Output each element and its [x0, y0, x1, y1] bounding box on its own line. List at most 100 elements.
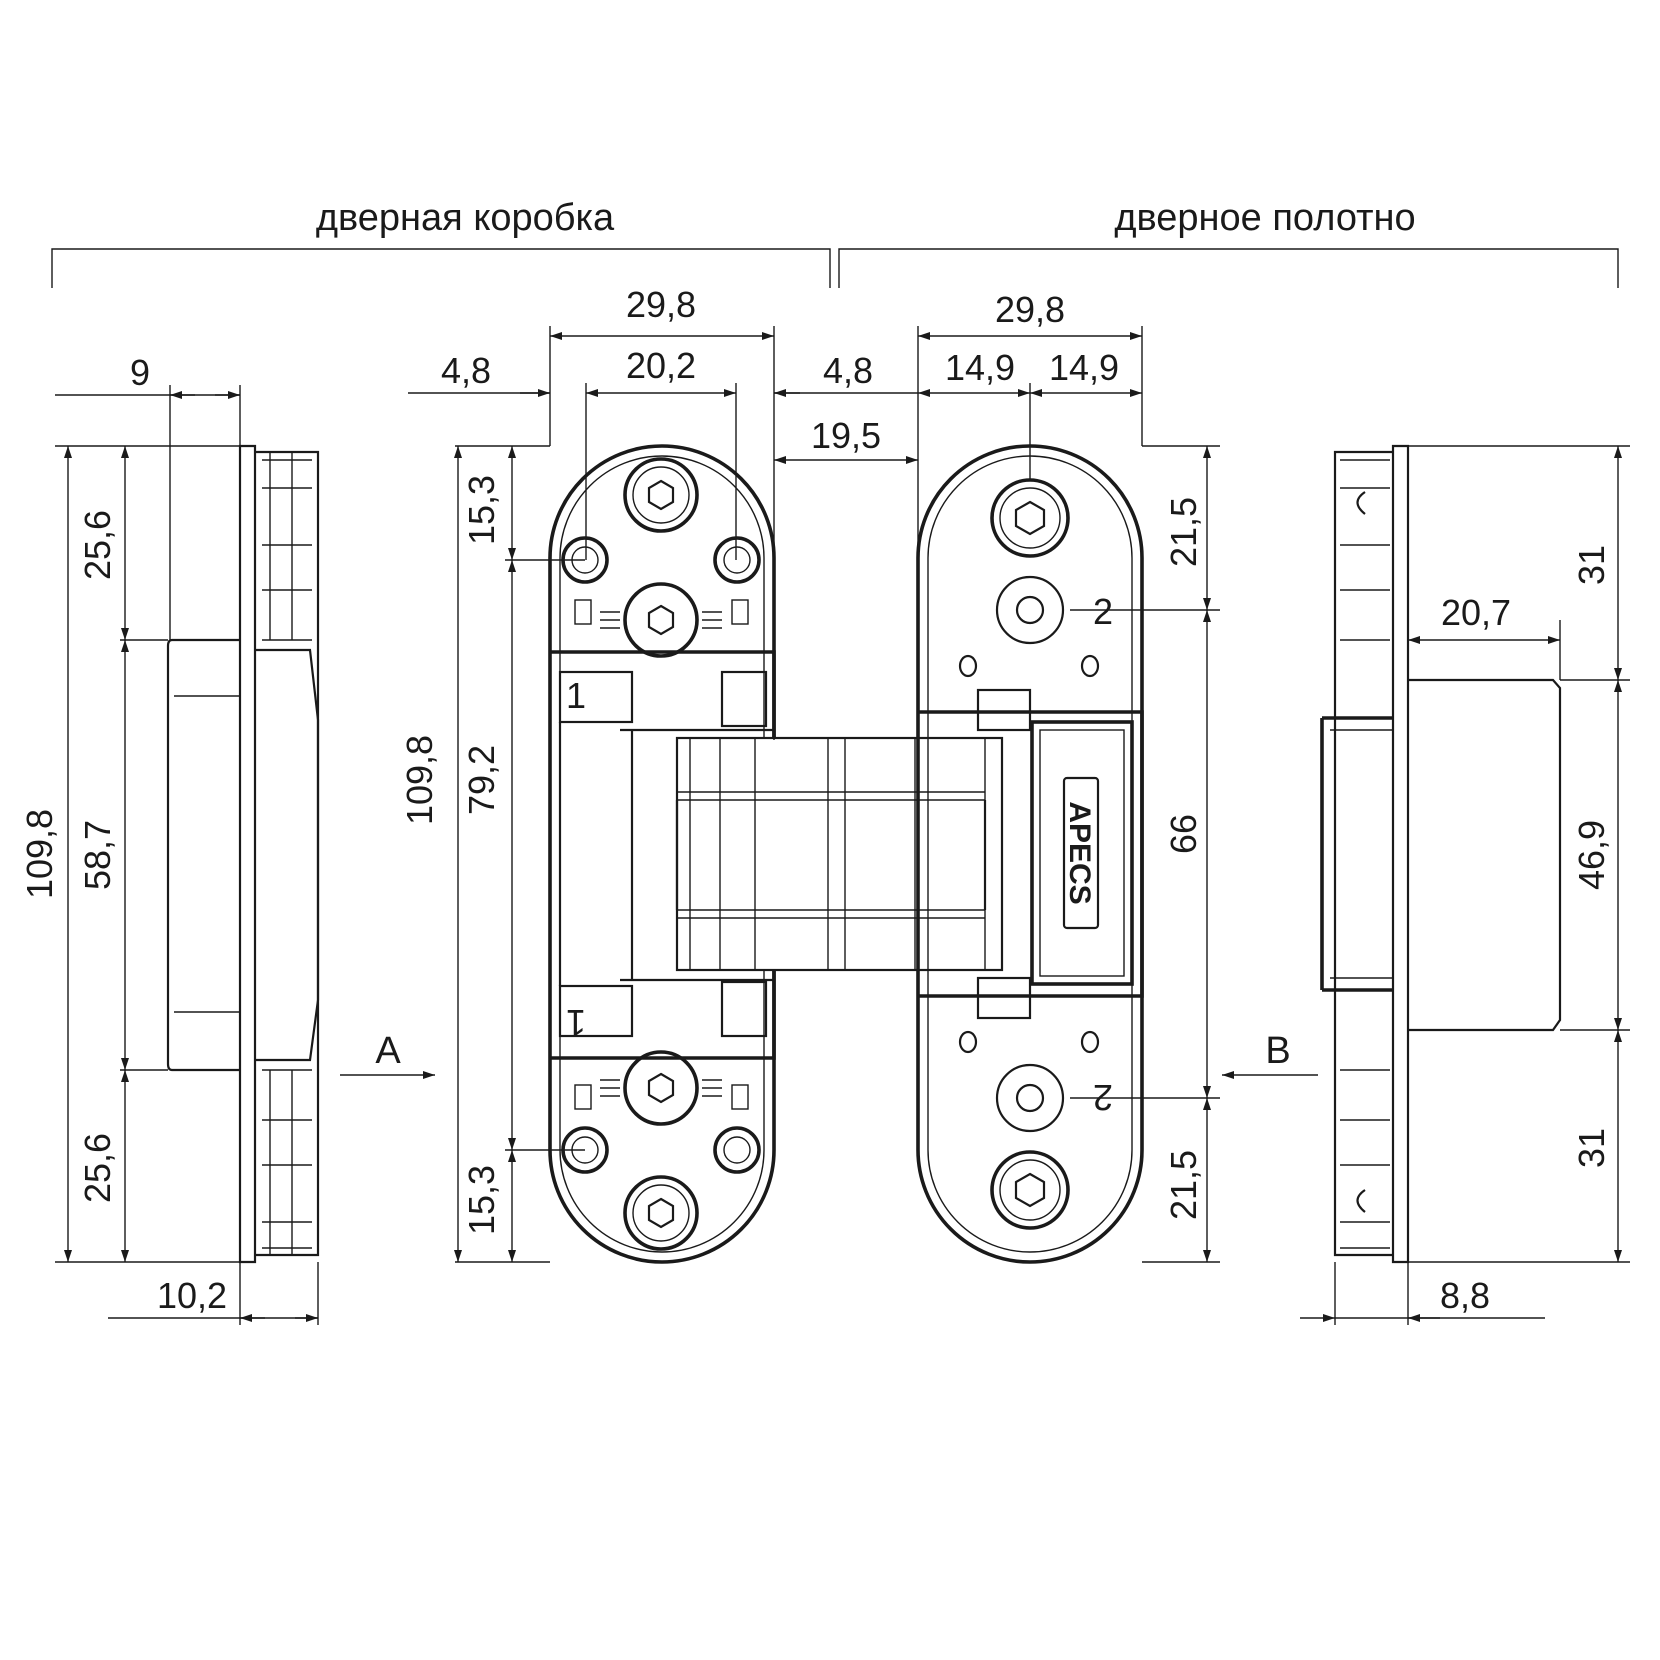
door-bottom-screw: [990, 1150, 1070, 1230]
door-top-screw: [990, 478, 1070, 558]
dim-left-total-height: 109,8: [19, 809, 60, 899]
left-face-plate: [238, 444, 257, 1264]
right-clips: [1356, 491, 1366, 1213]
dim-left-bottom-width: 10,2: [157, 1275, 227, 1316]
dim-right-body-depth: 20,7: [1441, 592, 1511, 633]
dim-door-half-left: 14,9: [945, 347, 1015, 388]
hinge-arm: [675, 736, 1004, 972]
door-title: дверное полотно: [1114, 197, 1415, 239]
left-side-view: 9 10,2 109,8 25,6 58,7 25,6 A: [19, 352, 435, 1325]
dim-left-middle-segment: 58,7: [77, 820, 118, 890]
front-extension-horizontals: [455, 445, 1220, 1263]
frame-slot-tl: [574, 599, 592, 625]
dim-door-top-segment: 21,5: [1163, 497, 1204, 567]
left-body-details: [262, 459, 312, 1249]
front-dimensions: 29,8 20,2 4,8 4,8 19,5 109,8 15,3 79,2 1…: [399, 284, 1220, 1263]
dim-left-top-width: 9: [130, 352, 150, 393]
left-insert-lines: [174, 695, 240, 1013]
frame-cam-bottom-right: [720, 980, 768, 1038]
right-side-view: 20,7 8,8 31 46,9 31 B: [1222, 444, 1630, 1325]
frame-adjust-grooves-top: [600, 611, 722, 629]
left-insert: [166, 638, 240, 1072]
dim-frame-hole-spacing: 20,2: [626, 345, 696, 386]
frame-adjust-screw-bottom: [623, 1050, 699, 1126]
door-adjust-hole-bottom-inner: [1015, 1083, 1045, 1113]
frame-slot-br: [731, 1084, 749, 1110]
frame-mount-hole-br-inner: [723, 1136, 751, 1164]
left-body: [255, 450, 320, 1257]
right-flange: [1320, 716, 1393, 992]
left-rear-profile: [255, 648, 320, 1062]
right-face-plate: [1391, 444, 1410, 1264]
frame-adjust-grooves-bottom: [600, 1079, 722, 1097]
door-bracket: [838, 248, 1619, 288]
door-bottom-screw-inner: [999, 1159, 1061, 1221]
dim-right-plate-thickness: 8,8: [1440, 1275, 1490, 1316]
door-pin-br: [1080, 1030, 1100, 1054]
dim-door-overall-width: 29,8: [995, 289, 1065, 330]
front-extension-verticals: [549, 326, 1143, 740]
hex-socket-icon: [647, 604, 675, 636]
door-clip-bottom: [976, 976, 1032, 1020]
dim-right-top-segment: 31: [1571, 545, 1612, 585]
frame-top-screw-inner: [632, 466, 690, 524]
dim-left-upper-segment: 25,6: [77, 510, 118, 580]
hex-socket-icon: [647, 479, 675, 511]
dim-frame-total-height: 109,8: [399, 735, 440, 825]
dim-frame-top-hole: 15,3: [461, 475, 502, 545]
dim-right-bottom-segment: 31: [1571, 1128, 1612, 1168]
frame-bottom-screw: [623, 1175, 699, 1251]
door-adjust-hole-top-inner: [1015, 595, 1045, 625]
dim-frame-bottom-hole: 15,3: [461, 1165, 502, 1235]
frame-cam-bottom-left: [558, 984, 634, 1038]
brand-panel: [1030, 720, 1134, 986]
right-extension-verticals: [1334, 610, 1561, 1325]
arm-vertical-lines: [689, 738, 986, 970]
hex-socket-icon: [647, 1072, 675, 1104]
position-mark-2-top: 2: [1093, 591, 1113, 632]
frame-adjust-screw-top: [623, 582, 699, 658]
right-body-details: [1340, 459, 1390, 1249]
dim-frame-hole-span: 79,2: [461, 745, 502, 815]
frame-title: дверная коробка: [316, 197, 615, 239]
view-marker-a: A: [375, 1030, 401, 1072]
frame-bracket: [51, 248, 831, 288]
door-clip-top: [976, 688, 1032, 732]
dim-right-middle-segment: 46,9: [1571, 820, 1612, 890]
frame-slot-bl: [574, 1084, 592, 1110]
arm-horizontal-lines: [677, 791, 985, 919]
frame-bottom-screw-inner: [632, 1184, 690, 1242]
position-mark-1-top: 1: [566, 675, 586, 716]
view-marker-b: B: [1265, 1030, 1290, 1072]
dim-door-bottom-segment: 21,5: [1163, 1150, 1204, 1220]
hex-socket-icon: [1014, 500, 1046, 536]
dim-frame-right-offset: 4,8: [823, 350, 873, 391]
frame-cam-top-right: [720, 670, 768, 728]
door-adjust-hole-bottom: [995, 1063, 1065, 1133]
arm-outline: [675, 736, 1004, 972]
brand-label-frame: [1062, 776, 1100, 930]
position-mark-1-bottom: 1: [566, 1002, 586, 1043]
right-body: [1333, 450, 1393, 1257]
door-pin-bl: [958, 1030, 978, 1054]
brand-logo: APECS: [1063, 801, 1096, 904]
frame-slot-tr: [731, 599, 749, 625]
door-adjust-hole-top: [995, 575, 1065, 645]
left-extension-verticals: [169, 385, 319, 1325]
right-flange-lines: [1330, 729, 1393, 979]
dim-gap-to-door: 19,5: [811, 415, 881, 456]
brand-panel-inner: [1039, 729, 1125, 977]
section-titles: дверная коробка дверное полотно: [51, 197, 1619, 288]
left-body-verticals: [269, 452, 293, 1255]
hex-socket-icon: [647, 1197, 675, 1229]
dim-door-middle-segment: 66: [1163, 814, 1204, 854]
frame-cam-top-left: [558, 670, 634, 724]
right-cup: [1408, 678, 1562, 1032]
dim-frame-overall-width: 29,8: [626, 284, 696, 325]
hex-socket-icon: [1014, 1172, 1046, 1208]
frame-mount-hole-tr-inner: [723, 546, 751, 574]
dim-left-lower-segment: 25,6: [77, 1133, 118, 1203]
frame-top-screw: [623, 457, 699, 533]
dim-frame-left-offset: 4,8: [441, 350, 491, 391]
